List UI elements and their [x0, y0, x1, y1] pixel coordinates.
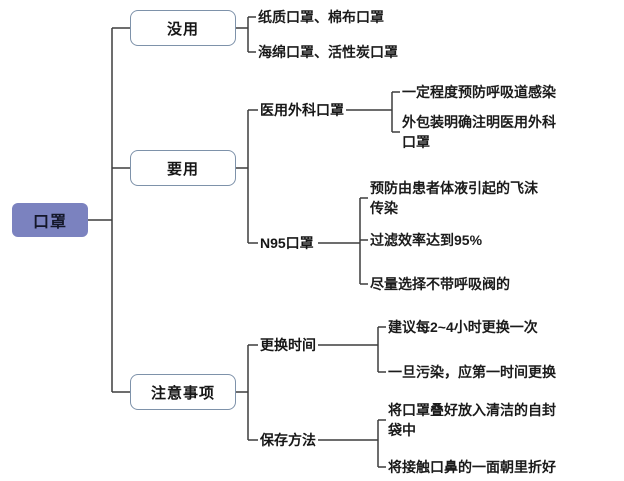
- connector-root: [88, 27, 130, 393]
- leaf-prevent-respiratory-infection: 一定程度预防呼吸道感染: [402, 84, 556, 100]
- leaf-sponge-carbon-masks: 海绵口罩、活性炭口罩: [258, 44, 398, 60]
- connector-n95-mask: [318, 197, 368, 285]
- node-storage-method: 保存方法: [260, 432, 316, 448]
- connector-surgical-mask: [346, 91, 400, 133]
- node-n95-mask: N95口罩: [260, 235, 314, 251]
- connector-branch-precautions: [236, 344, 258, 441]
- connector-branch-useless: [236, 16, 256, 53]
- node-replace-time: 更换时间: [260, 337, 316, 353]
- leaf-filter-efficiency-95: 过滤效率达到95%: [370, 232, 483, 248]
- connector-branch-should-use: [236, 109, 258, 244]
- leaf-droplet-prevention: 预防由患者体液引起的飞沫传染: [370, 180, 538, 216]
- leaf-fold-inner-side-inward: 将接触口鼻的一面朝里折好: [388, 459, 556, 475]
- branch-precautions: 注意事项: [130, 374, 236, 410]
- connector-replace-time: [318, 326, 386, 373]
- leaf-choose-no-valve: 尽量选择不带呼吸阀的: [370, 276, 510, 292]
- node-surgical-mask: 医用外科口罩: [260, 102, 344, 118]
- connector-storage-method: [318, 419, 386, 468]
- root-node-mask: 口罩: [12, 203, 88, 237]
- leaf-paper-cotton-masks: 纸质口罩、棉布口罩: [258, 9, 384, 25]
- leaf-fold-into-ziplock-bag: 将口罩叠好放入清洁的自封袋中: [388, 402, 556, 438]
- leaf-packaging-label: 外包装明确注明医用外科口罩: [402, 114, 556, 150]
- leaf-replace-every-2-4-hours: 建议每2~4小时更换一次: [388, 319, 538, 335]
- branch-useless: 没用: [130, 10, 236, 46]
- branch-should-use: 要用: [130, 150, 236, 186]
- leaf-replace-when-contaminated: 一旦污染，应第一时间更换: [388, 364, 556, 380]
